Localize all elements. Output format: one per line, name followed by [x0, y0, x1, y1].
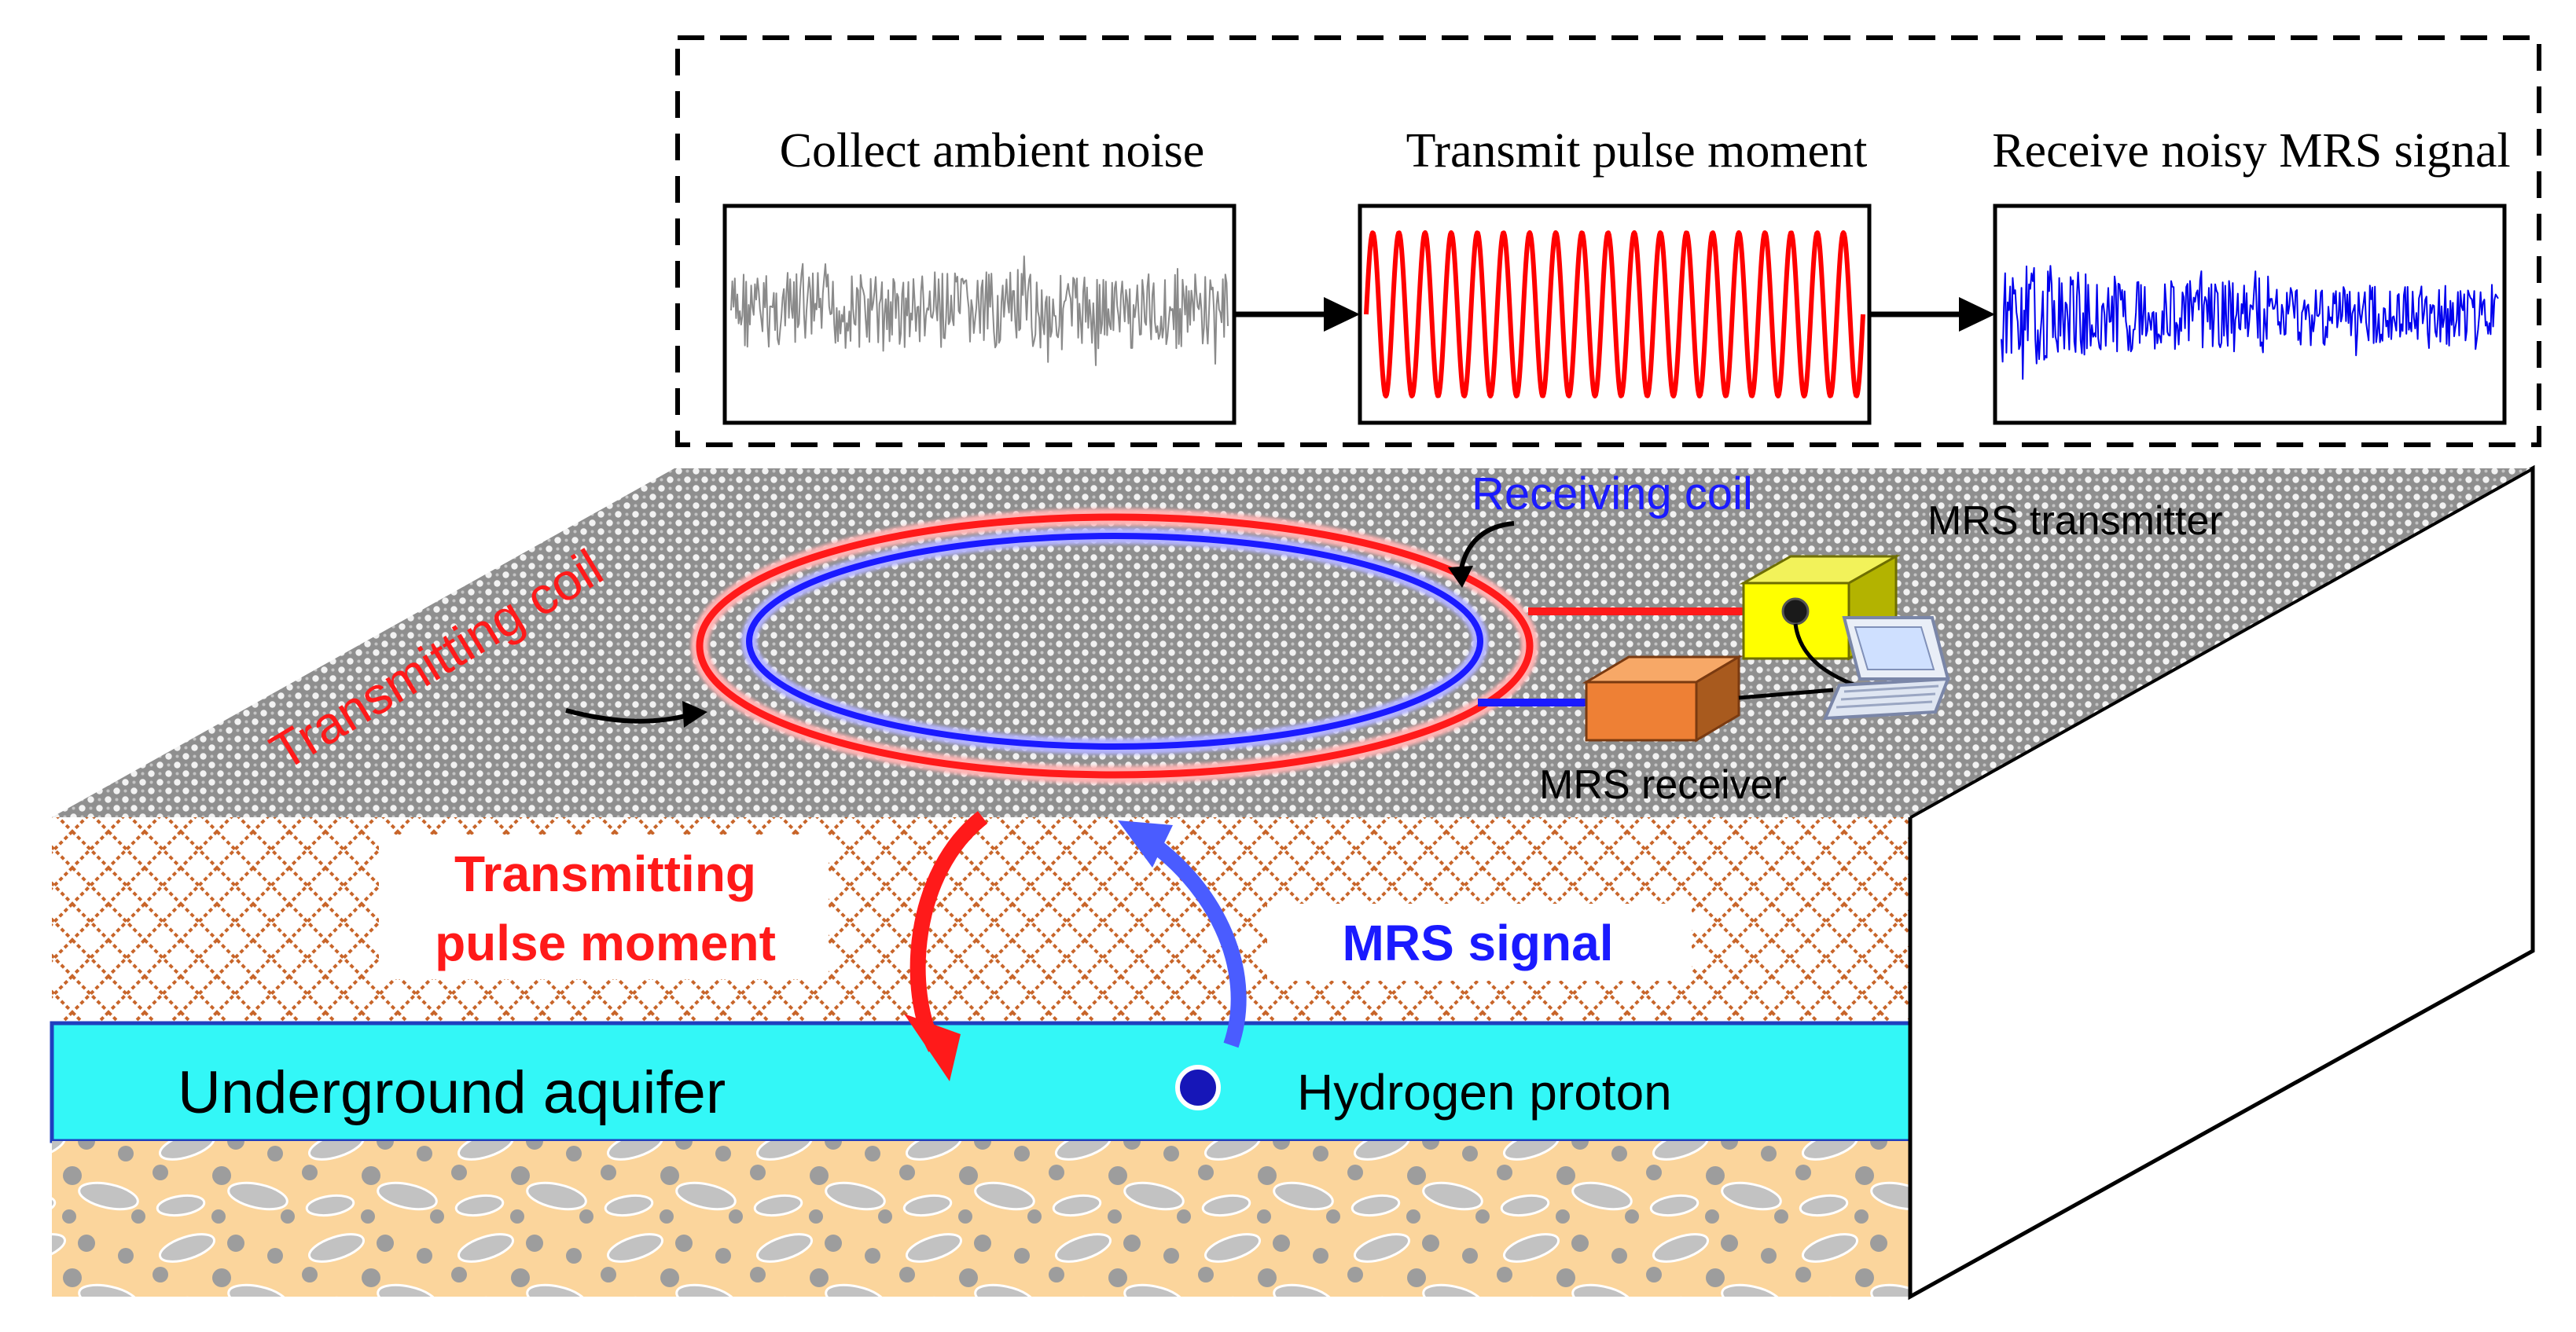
transmitting-coil [691, 508, 1538, 783]
pulse-label-backdrop [379, 835, 829, 979]
receiver-cable [1738, 688, 1834, 700]
step-3-title: Receive noisy MRS signal [1992, 124, 2511, 178]
noisy-mrs-signal-waveform [2001, 265, 2499, 380]
transmitter-label: MRS transmitter [1927, 498, 2223, 544]
transmitter-cable [1793, 623, 1856, 688]
mrs-signal-label: MRS signal [1343, 915, 1614, 971]
hydrogen-proton-dot [1175, 1065, 1221, 1110]
step-1-title: Collect ambient noise [780, 124, 1205, 178]
laptop-computer [1822, 616, 1950, 721]
step-arrow-2 [1869, 297, 1995, 332]
transmitting-coil-pointer [565, 708, 689, 724]
receiving-coil-pointer [1458, 521, 1515, 574]
step-2-title: Transmit pulse moment [1406, 124, 1868, 178]
receiving-coil-label: Receiving coil [1472, 468, 1753, 519]
receiver-label: MRS receiver [1539, 762, 1787, 808]
signal-label-backdrop [1267, 904, 1692, 981]
ground-surface [52, 468, 2533, 817]
pulse-moment-waveform [1364, 230, 1865, 398]
pulse-label-line-2: pulse moment [435, 915, 776, 971]
step-arrow-1 [1234, 297, 1360, 332]
receiving-coil [741, 528, 1488, 754]
signal-up-arrow [1137, 829, 1247, 1048]
mrs-receiver-box [1582, 655, 1744, 743]
gravel-layer [52, 1141, 1910, 1297]
aquifer-label: Underground aquifer [178, 1059, 726, 1126]
proton-label: Hydrogen proton [1297, 1064, 1672, 1121]
aquifer-layer [50, 1021, 1913, 1143]
ambient-noise-waveform [730, 255, 1229, 366]
pulse-label-line-1: Transmitting [454, 846, 756, 902]
